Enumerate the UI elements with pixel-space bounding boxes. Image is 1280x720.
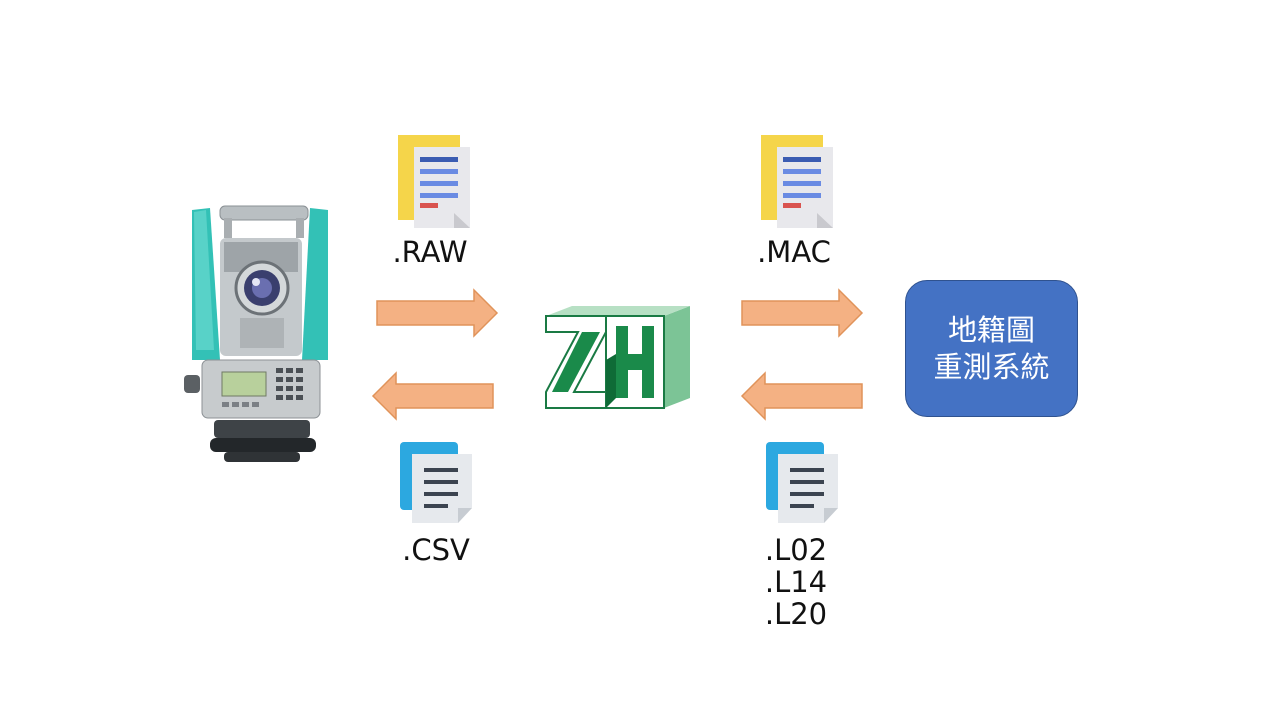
raw-file-label: .RAW (392, 235, 468, 269)
l-text-file-icon (766, 442, 838, 523)
l-file-label-l02: .L02 (764, 533, 828, 567)
zh-logo (545, 306, 690, 409)
arrow-left-l-files (740, 371, 863, 421)
cadastral-resurvey-system-box: 地籍圖 重測系統 (905, 280, 1078, 417)
l-file-label-l20: .L20 (764, 597, 828, 631)
arrow-right-raw (376, 288, 499, 338)
raw-document-icon (398, 135, 470, 228)
system-box-line1: 地籍圖 (947, 312, 1035, 347)
csv-text-file-icon (400, 442, 472, 523)
arrow-left-csv (371, 371, 494, 421)
total-station-icon (184, 205, 328, 462)
mac-file-label: .MAC (757, 235, 831, 269)
l-file-label-l14: .L14 (764, 565, 828, 599)
system-box-line2: 重測系統 (933, 349, 1050, 384)
csv-file-label: .CSV (402, 533, 470, 567)
arrow-right-mac (741, 288, 864, 338)
mac-document-icon (761, 135, 833, 228)
